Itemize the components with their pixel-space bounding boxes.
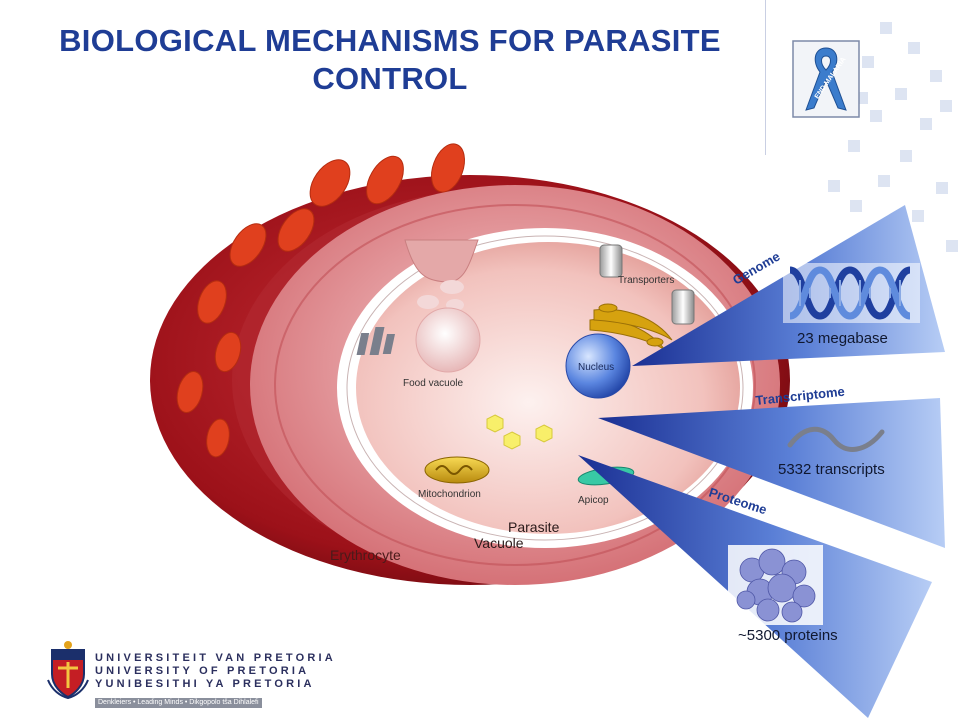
mitochondrion-label: Mitochondrion xyxy=(418,489,481,500)
proteome-value: ~5300 proteins xyxy=(738,627,838,644)
nucleus-label: Nucleus xyxy=(578,362,614,373)
university-wordmark: UNIVERSITEIT VAN PRETORIA UNIVERSITY OF … xyxy=(95,652,336,709)
rna-wave-icon xyxy=(787,426,885,452)
erythrocyte-label: Erythrocyte xyxy=(330,547,401,563)
university-crest-icon xyxy=(47,641,89,700)
end-malaria-badge: END MALARIA xyxy=(792,40,860,118)
apicoplast-label: Apicop xyxy=(578,495,609,506)
hemozoin-icon xyxy=(356,327,396,355)
protein-structure-icon xyxy=(728,545,823,625)
divider-line xyxy=(765,0,766,155)
golgi-apparatus xyxy=(589,303,673,351)
transporters xyxy=(599,244,695,325)
university-line-nso: YUNIBESITHI YA PRETORIA xyxy=(95,678,315,690)
awareness-ribbon-icon xyxy=(805,47,847,111)
university-line-en: UNIVERSITY OF PRETORIA xyxy=(95,665,310,677)
genome-value: 23 megabase xyxy=(797,330,888,347)
food-vacuole xyxy=(356,239,481,373)
parasite-label: Parasite xyxy=(508,519,560,535)
dna-icon xyxy=(783,263,920,323)
ribosomes xyxy=(486,414,553,450)
transcriptome-beam xyxy=(598,398,945,548)
university-motto: Denkleiers • Leading Minds • Dikgopolo t… xyxy=(95,698,262,708)
food-vacuole-label: Food vacuole xyxy=(403,378,463,389)
vacuole-label: Vacuole xyxy=(474,535,524,551)
transcriptome-value: 5332 transcripts xyxy=(778,461,885,478)
nucleus xyxy=(565,333,631,399)
slide-title: BIOLOGICAL MECHANISMS FOR PARASITE CONTR… xyxy=(59,23,721,96)
mitochondrion xyxy=(424,456,490,484)
transporters-label: Transporters xyxy=(618,275,674,286)
university-line-af: UNIVERSITEIT VAN PRETORIA xyxy=(95,652,336,664)
